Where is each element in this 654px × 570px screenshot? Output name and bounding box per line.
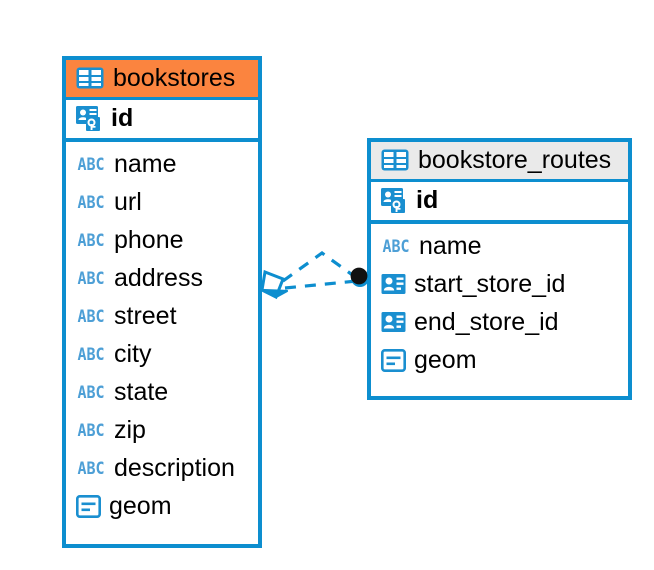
text-abc-icon: ABC — [77, 305, 105, 326]
field-label-name: name — [114, 149, 177, 178]
primary-key-row-bookstore-routes[interactable]: id — [371, 179, 628, 224]
field-row-street[interactable]: ABC street — [66, 297, 258, 335]
relationship-line-upper — [282, 251, 359, 283]
field-label-geom: geom — [109, 491, 172, 520]
field-label-description: description — [114, 453, 235, 482]
text-abc-icon: ABC — [382, 235, 410, 256]
field-label-city: city — [114, 339, 152, 368]
field-row-address[interactable]: ABC address — [66, 259, 258, 297]
field-list-bookstore-routes: ABC name start_store_id — [371, 224, 628, 383]
entity-header-bookstore-routes[interactable]: bookstore_routes — [371, 142, 628, 179]
table-icon — [381, 149, 409, 171]
field-label-zip: zip — [114, 415, 146, 444]
field-row-end-store-id[interactable]: end_store_id — [371, 303, 628, 341]
primary-key-icon — [76, 105, 103, 132]
text-abc-icon: ABC — [77, 267, 105, 288]
relationship-line-lower — [284, 279, 358, 290]
field-label-start-store-id: start_store_id — [414, 269, 566, 298]
field-list-bookstores: ABC name ABC url ABC phone ABC address A… — [66, 142, 258, 529]
geometry-icon — [381, 348, 406, 372]
field-row-city[interactable]: ABC city — [66, 335, 258, 373]
field-label-url: url — [114, 187, 142, 216]
foreign-key-icon — [381, 272, 406, 296]
field-label-phone: phone — [114, 225, 184, 254]
field-label-street: street — [114, 301, 177, 330]
geometry-icon — [76, 494, 101, 518]
entity-title-bookstores: bookstores — [113, 64, 236, 92]
field-label-state: state — [114, 377, 169, 406]
field-row-geom[interactable]: geom — [66, 487, 258, 525]
primary-key-row-bookstores[interactable]: id — [66, 97, 258, 142]
text-abc-icon: ABC — [77, 343, 105, 364]
text-abc-icon: ABC — [77, 191, 105, 212]
field-row-start-store-id[interactable]: start_store_id — [371, 265, 628, 303]
field-row-geom[interactable]: geom — [371, 341, 628, 379]
entity-bookstore-routes[interactable]: bookstore_routes id — [367, 138, 632, 400]
primary-key-icon — [381, 187, 408, 214]
field-row-zip[interactable]: ABC zip — [66, 411, 258, 449]
primary-key-label-bookstores: id — [111, 104, 134, 132]
field-row-url[interactable]: ABC url — [66, 183, 258, 221]
foreign-key-icon — [381, 310, 406, 334]
field-row-description[interactable]: ABC description — [66, 449, 258, 487]
field-label-end-store-id: end_store_id — [414, 307, 559, 336]
field-row-phone[interactable]: ABC phone — [66, 221, 258, 259]
entity-title-bookstore-routes: bookstore_routes — [418, 146, 612, 174]
text-abc-icon: ABC — [77, 381, 105, 402]
text-abc-icon: ABC — [77, 419, 105, 440]
primary-key-label-bookstore-routes: id — [416, 186, 439, 214]
entity-bookstores[interactable]: bookstores id — [62, 56, 262, 548]
field-row-state[interactable]: ABC state — [66, 373, 258, 411]
field-label-address: address — [114, 263, 203, 292]
field-row-name[interactable]: ABC name — [66, 145, 258, 183]
field-label-geom: geom — [414, 345, 477, 374]
crows-foot-diamond-endpoint — [260, 269, 289, 300]
text-abc-icon: ABC — [77, 229, 105, 250]
table-icon — [76, 67, 104, 89]
field-row-name[interactable]: ABC name — [371, 227, 628, 265]
text-abc-icon: ABC — [77, 457, 105, 478]
field-label-name: name — [419, 231, 482, 260]
entity-header-bookstores[interactable]: bookstores — [66, 60, 258, 97]
text-abc-icon: ABC — [77, 153, 105, 174]
